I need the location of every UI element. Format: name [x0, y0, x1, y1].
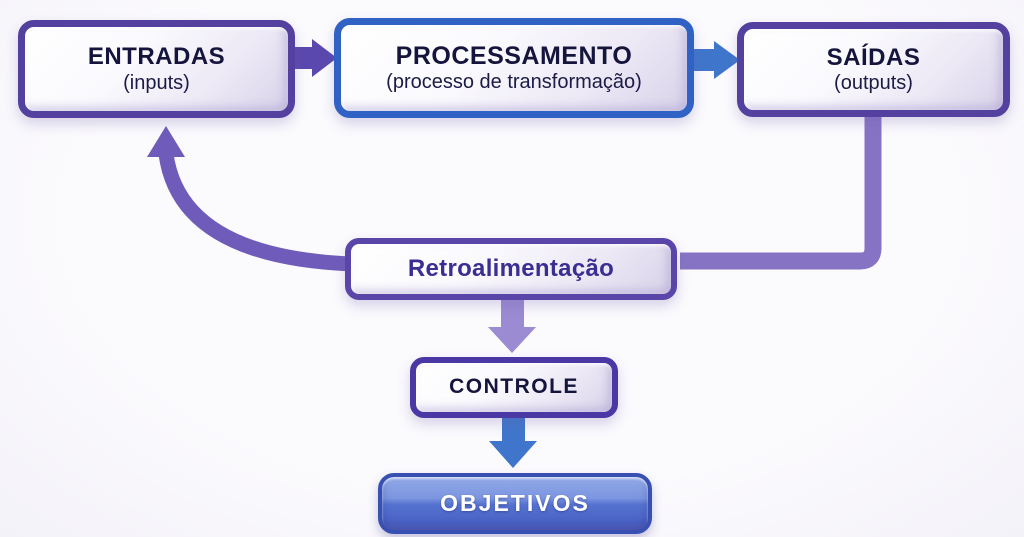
- arrow-retroalimentacao-to-controle-icon: [488, 295, 536, 353]
- arrow-controle-to-objetivos-icon: [489, 414, 537, 468]
- node-saidas-title: SAÍDAS: [826, 43, 921, 71]
- node-processamento: PROCESSAMENTO (processo de transformação…: [334, 18, 694, 118]
- arrow-entradas-to-processamento-icon: [290, 39, 337, 77]
- node-processamento-title: PROCESSAMENTO: [395, 41, 633, 70]
- node-retroalimentacao: Retroalimentação: [345, 238, 677, 300]
- connector-saidas-to-retroalimentacao: [680, 110, 882, 270]
- arrow-processamento-to-saidas-icon: [691, 41, 740, 79]
- feedback-arrowhead-up-icon: [147, 126, 185, 157]
- node-controle: CONTROLE: [410, 357, 618, 418]
- node-controle-title: CONTROLE: [449, 375, 579, 399]
- node-entradas: ENTRADAS (inputs): [18, 20, 295, 118]
- node-objetivos-title: OBJETIVOS: [440, 490, 590, 517]
- node-saidas: SAÍDAS (outputs): [737, 22, 1010, 117]
- node-saidas-subtitle: (outputs): [834, 72, 913, 95]
- node-objetivos: OBJETIVOS: [378, 473, 652, 534]
- node-processamento-subtitle: (processo de transformação): [386, 71, 642, 94]
- node-entradas-title: ENTRADAS: [87, 43, 226, 71]
- node-entradas-subtitle: (inputs): [123, 71, 190, 94]
- connector-retroalimentacao-to-entradas: [158, 152, 353, 272]
- node-retroalimentacao-title: Retroalimentação: [407, 255, 615, 283]
